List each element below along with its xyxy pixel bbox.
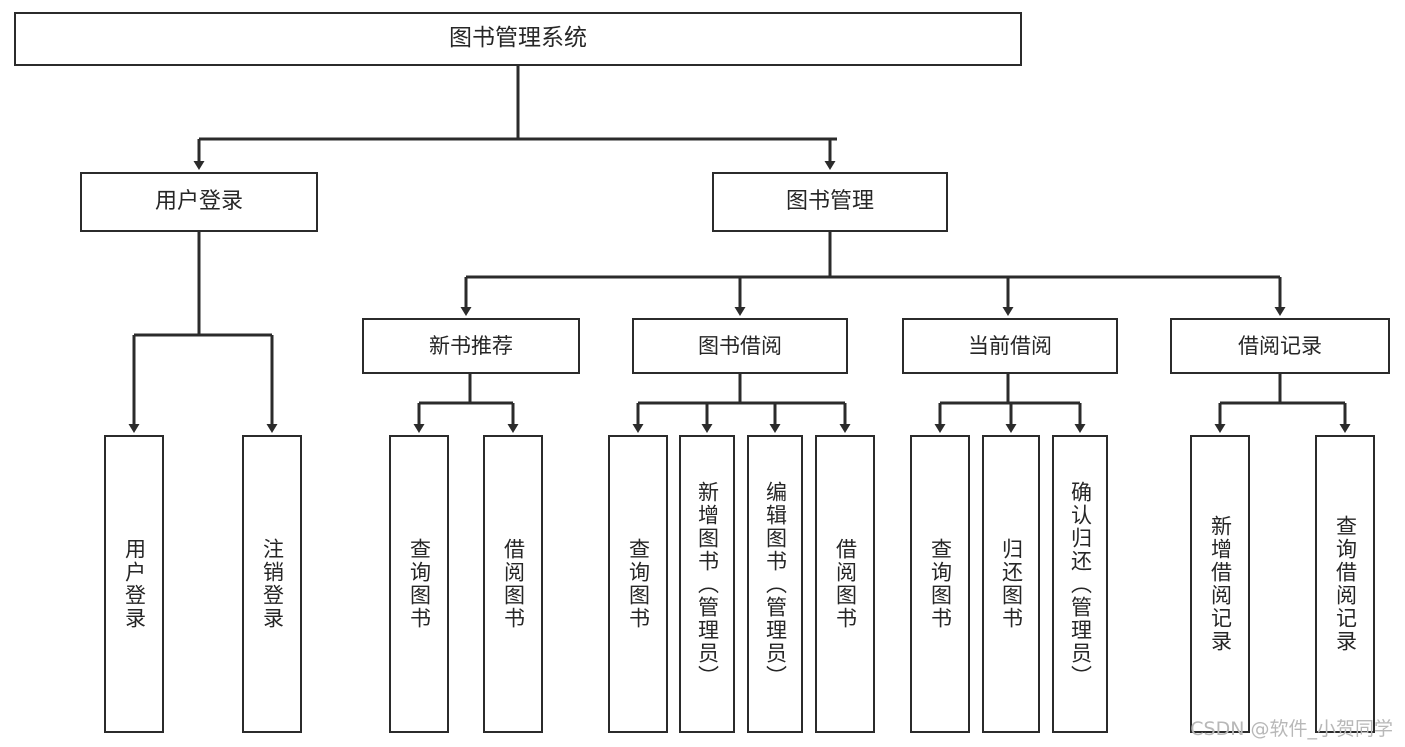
leaf-query-book-recommend-label: 查询图书: [407, 538, 432, 630]
node-borrow-record[interactable]: 借阅记录: [1170, 318, 1390, 374]
leaf-edit-book-admin-label: 编辑图书（管理员）: [763, 480, 788, 688]
leaf-add-borrow-record-label: 新增借阅记录: [1208, 515, 1233, 653]
leaf-query-book-borrow-label: 查询图书: [626, 538, 651, 630]
node-book-borrow-label: 图书借阅: [698, 333, 782, 358]
node-new-book-recommend[interactable]: 新书推荐: [362, 318, 580, 374]
edge-level1-to-level2: [460, 232, 1286, 316]
leaf-add-book-admin[interactable]: 新增图书（管理员）: [679, 435, 735, 733]
leaf-query-book-current-label: 查询图书: [928, 538, 953, 630]
leaf-query-borrow-record-label: 查询借阅记录: [1333, 515, 1358, 653]
leaf-borrow-book-recommend-label: 借阅图书: [501, 538, 526, 630]
leaf-confirm-return-admin-label: 确认归还（管理员）: [1068, 480, 1093, 688]
edge-borrow-record-to-leaves: [1214, 374, 1351, 433]
leaf-logout[interactable]: 注销登录: [242, 435, 302, 733]
leaf-confirm-return-admin[interactable]: 确认归还（管理员）: [1052, 435, 1108, 733]
leaf-return-book[interactable]: 归还图书: [982, 435, 1040, 733]
leaf-logout-label: 注销登录: [260, 538, 285, 630]
node-root[interactable]: 图书管理系统: [14, 12, 1022, 66]
node-root-label: 图书管理系统: [449, 25, 587, 52]
node-book-management[interactable]: 图书管理: [712, 172, 948, 232]
edge-root-to-level1: [193, 66, 837, 170]
leaf-add-book-admin-label: 新增图书（管理员）: [695, 480, 720, 688]
leaf-query-book-borrow[interactable]: 查询图书: [608, 435, 668, 733]
node-borrow-record-label: 借阅记录: [1238, 333, 1322, 358]
leaf-edit-book-admin[interactable]: 编辑图书（管理员）: [747, 435, 803, 733]
node-user-login-label: 用户登录: [154, 189, 243, 215]
leaf-query-borrow-record[interactable]: 查询借阅记录: [1315, 435, 1375, 733]
leaf-borrow-book-recommend[interactable]: 借阅图书: [483, 435, 543, 733]
edge-user-login-to-leaves: [128, 232, 278, 433]
leaf-user-login-label: 用户登录: [122, 538, 147, 630]
watermark: CSDN @软件_小贺同学: [1190, 718, 1393, 740]
edge-current-borrow-to-leaves: [934, 374, 1086, 433]
node-book-management-label: 图书管理: [785, 189, 874, 215]
leaf-return-book-label: 归还图书: [999, 538, 1024, 630]
leaf-user-login[interactable]: 用户登录: [104, 435, 164, 733]
node-new-book-recommend-label: 新书推荐: [429, 333, 513, 358]
leaf-query-book-current[interactable]: 查询图书: [910, 435, 970, 733]
node-current-borrow[interactable]: 当前借阅: [902, 318, 1118, 374]
node-user-login[interactable]: 用户登录: [80, 172, 318, 232]
node-book-borrow[interactable]: 图书借阅: [632, 318, 848, 374]
leaf-query-book-recommend[interactable]: 查询图书: [389, 435, 449, 733]
edge-borrow-to-leaves: [632, 374, 851, 433]
leaf-borrow-book-label: 借阅图书: [833, 538, 858, 630]
node-current-borrow-label: 当前借阅: [968, 333, 1052, 358]
edge-new-book-to-leaves: [413, 374, 519, 433]
leaf-borrow-book[interactable]: 借阅图书: [815, 435, 875, 733]
leaf-add-borrow-record[interactable]: 新增借阅记录: [1190, 435, 1250, 733]
